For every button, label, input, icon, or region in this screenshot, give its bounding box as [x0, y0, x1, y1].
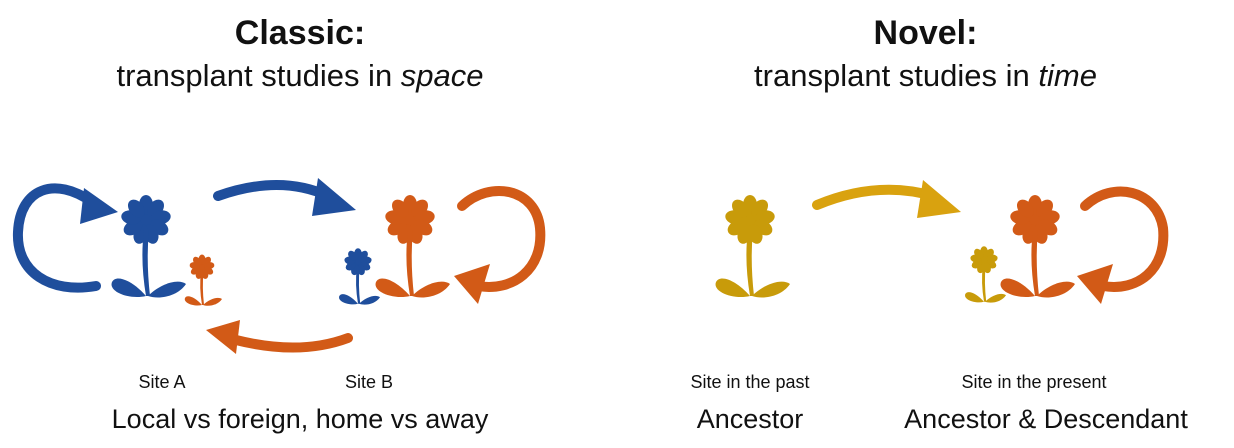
self-loop-arrow-icon — [18, 188, 118, 288]
return-arrow-icon — [206, 320, 348, 354]
flower-icon — [185, 255, 222, 306]
novel-panel: Novel: transplant studies in time Site i… — [617, 0, 1234, 448]
flower-icon — [112, 195, 186, 298]
flower-icon — [339, 248, 380, 304]
site-a-label: Site A — [138, 372, 185, 393]
flower-icon — [376, 195, 450, 298]
transplant-arrow-icon — [218, 178, 356, 216]
site-past-label: Site in the past — [690, 372, 809, 393]
site-b-label: Site B — [345, 372, 393, 393]
site-present-label: Site in the present — [961, 372, 1106, 393]
ancestor-descendant-caption: Ancestor & Descendant — [904, 404, 1188, 435]
time-transplant-arrow-icon — [817, 180, 961, 218]
flower-icon — [965, 246, 1006, 302]
ancestor-caption: Ancestor — [697, 404, 804, 435]
flower-icon — [1001, 195, 1075, 298]
classic-diagram — [0, 0, 600, 448]
flower-icon — [716, 195, 790, 298]
self-loop-arrow-icon — [454, 191, 540, 304]
self-loop-arrow-icon — [1077, 192, 1163, 304]
classic-caption: Local vs foreign, home vs away — [112, 404, 489, 435]
classic-panel: Classic: transplant studies in space — [0, 0, 600, 448]
